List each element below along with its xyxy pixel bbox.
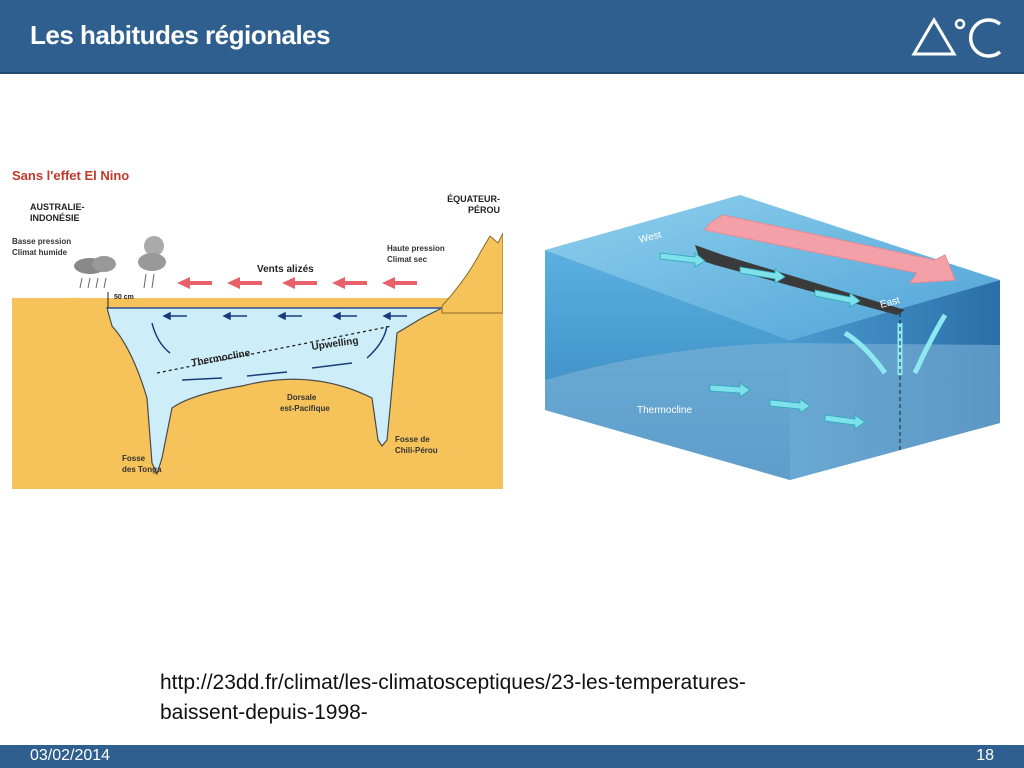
slide-footer: 03/02/2014 18 — [0, 745, 1024, 768]
label-australie-1: AUSTRALIE- — [30, 202, 85, 212]
label-fosse-chili-1: Fosse de — [395, 435, 430, 444]
deep-current-arrows — [151, 322, 388, 381]
label-fosse-chili-2: Chili-Pérou — [395, 446, 438, 455]
deep-current-arrows — [709, 382, 866, 430]
wind-arrow — [704, 214, 956, 284]
source-url-line2[interactable]: baissent-depuis-1998- — [160, 701, 368, 724]
logo-icon — [911, 17, 1002, 58]
storm-cloud-icon — [138, 236, 166, 289]
label-fosse-tonga-2: des Tonga — [122, 465, 162, 474]
label-equateur-2: PÉROU — [468, 205, 500, 215]
slide-title: Les habitudes régionales — [30, 20, 331, 50]
pacific-cross-section-figure: Sans l'effet El Nino AUSTRALIE- INDONÉSI… — [12, 158, 503, 489]
source-url[interactable]: http://23dd.fr/climat/les-climatosceptiq… — [160, 668, 880, 728]
label-dorsale-2: est-Pacifique — [280, 404, 330, 413]
label-dorsale-1: Dorsale — [287, 393, 317, 402]
ocean-3d-figure: West East Thermocline — [545, 195, 1000, 480]
slide-header: Les habitudes régionales — [0, 0, 1024, 74]
surface-current-arrows — [162, 311, 407, 321]
ocean-basin — [106, 307, 443, 476]
trade-wind-arrows — [177, 277, 417, 289]
label-thermocline-3d: Thermocline — [637, 405, 692, 416]
footer-date: 03/02/2014 — [30, 747, 111, 764]
ocean-top-face — [545, 195, 1000, 340]
thermocline-surface — [545, 343, 1000, 480]
andes-mountains — [441, 232, 503, 314]
rain-cloud-icon — [74, 256, 116, 289]
label-equateur-1: ÉQUATEUR- — [447, 194, 500, 204]
figure-heading: Sans l'effet El Nino — [12, 168, 129, 183]
label-50cm: 50 cm — [114, 294, 134, 301]
label-fosse-tonga-1: Fosse — [122, 454, 146, 463]
label-australie-2: INDONÉSIE — [30, 213, 80, 223]
label-haute-1: Haute pression — [387, 244, 445, 253]
label-haute-2: Climat sec — [387, 255, 428, 264]
page-number: 18 — [976, 747, 994, 764]
label-basse-2: Climat humide — [12, 248, 68, 257]
label-east: East — [879, 295, 901, 311]
surface-current-arrows — [659, 252, 861, 308]
label-basse-1: Basse pression — [12, 237, 71, 246]
source-url-line1[interactable]: http://23dd.fr/climat/les-climatosceptiq… — [160, 671, 746, 694]
label-vents: Vents alizés — [257, 264, 314, 275]
